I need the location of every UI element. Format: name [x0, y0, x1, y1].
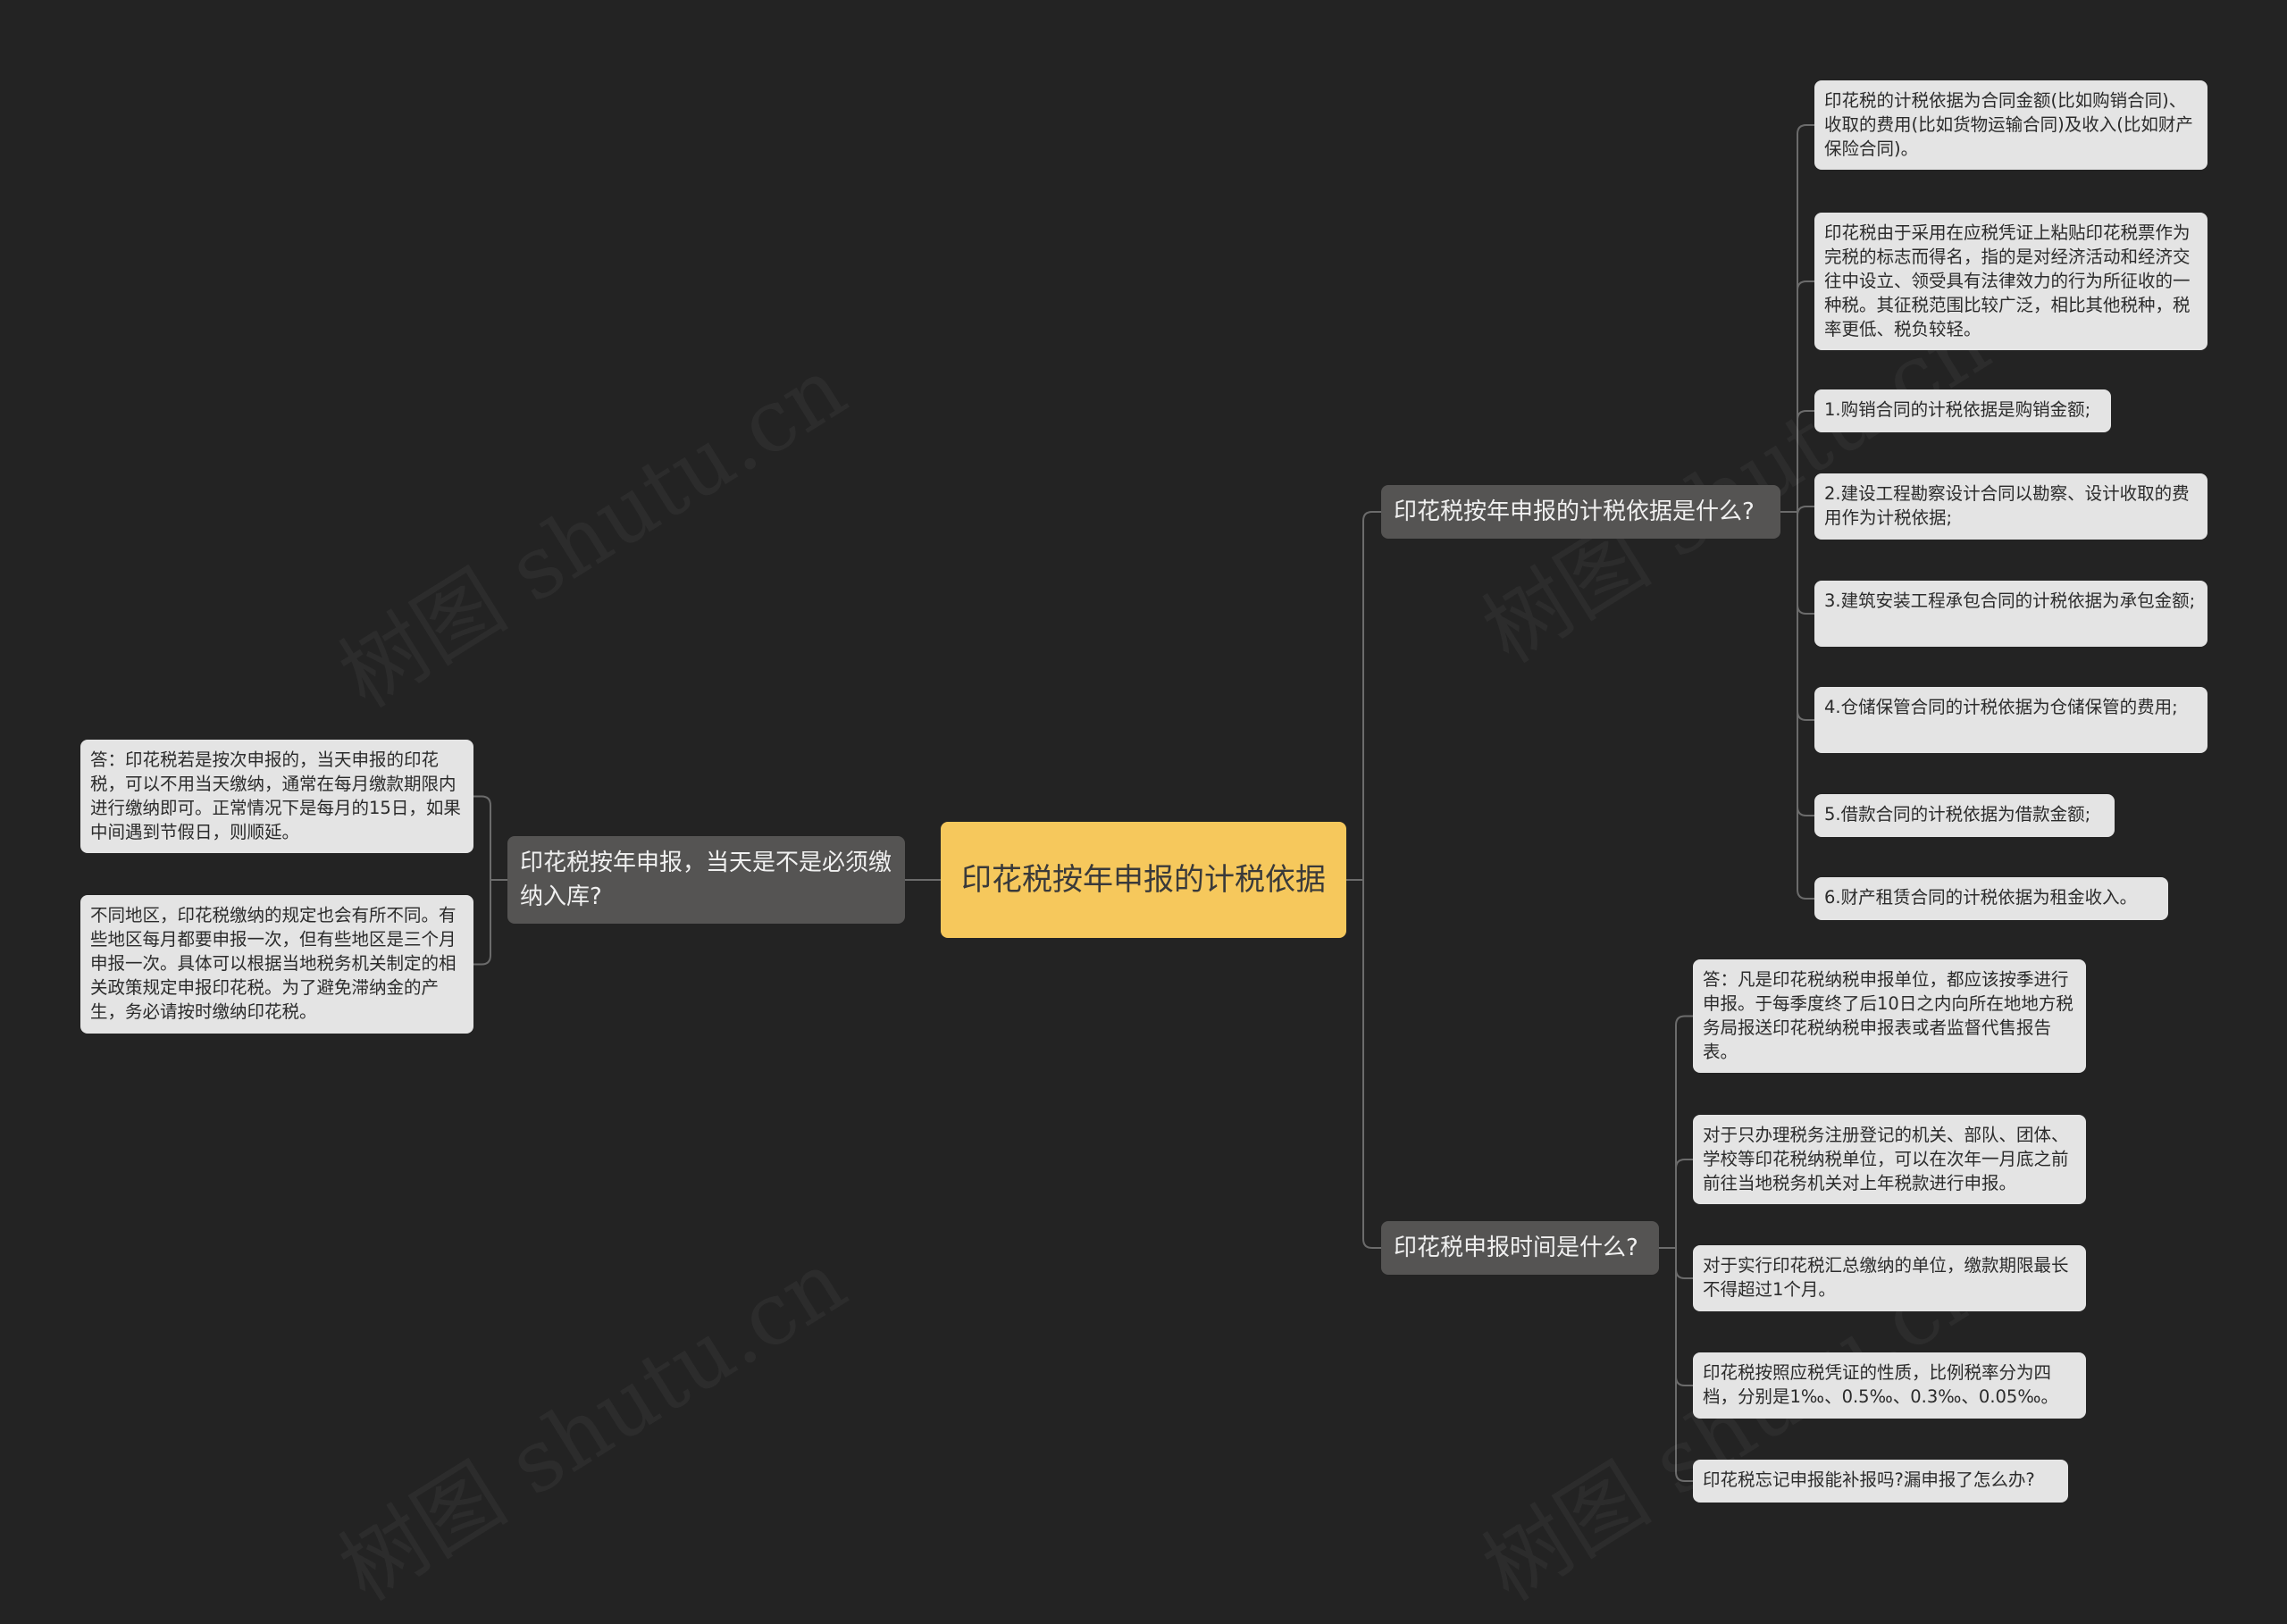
connector-lines — [473, 124, 1814, 1482]
branch-right-top[interactable]: 印花税按年申报的计税依据是什么? — [1381, 485, 1780, 539]
root-node[interactable]: 印花税按年申报的计税依据 — [941, 822, 1346, 938]
connector-line — [1797, 512, 1814, 900]
leaf-rt-6[interactable]: 4.仓储保管合同的计税依据为仓储保管的费用; — [1814, 687, 2207, 753]
connector-line — [1362, 880, 1381, 1249]
connector-line — [1797, 512, 1814, 816]
leaf-rt-1[interactable]: 印花税的计税依据为合同金额(比如购销合同)、收取的费用(比如货物运输合同)及收入… — [1814, 80, 2207, 170]
leaf-rt-8[interactable]: 6.财产租赁合同的计税依据为租金收入。 — [1814, 877, 2168, 920]
connector-line — [1675, 1248, 1693, 1386]
connector-line — [1797, 410, 1814, 512]
connector-line — [1675, 1248, 1693, 1482]
leaf-left-1[interactable]: 答：印花税若是按次申报的，当天申报的印花税，可以不用当天缴纳，通常在每月缴款期限… — [80, 740, 473, 853]
leaf-left-2[interactable]: 不同地区，印花税缴纳的规定也会有所不同。有些地区每月都要申报一次，但有些地区是三… — [80, 895, 473, 1034]
branch-right-bottom[interactable]: 印花税申报时间是什么? — [1381, 1221, 1659, 1275]
leaf-rt-3[interactable]: 1.购销合同的计税依据是购销金额; — [1814, 389, 2111, 432]
connector-line — [1675, 1015, 1693, 1248]
leaf-rt-5[interactable]: 3.建筑安装工程承包合同的计税依据为承包金额; — [1814, 581, 2207, 647]
leaf-rb-4[interactable]: 印花税按照应税凭证的性质，比例税率分为四档，分别是1‰、0.5‰、0.3‰、0.… — [1693, 1352, 2086, 1419]
connector-line — [1797, 280, 1814, 512]
connector-line — [1797, 512, 1814, 721]
leaf-rb-1[interactable]: 答：凡是印花税纳税申报单位，都应该按季进行申报。于每季度终了后10日之内向所在地… — [1693, 959, 2086, 1073]
connector-line — [1675, 1248, 1693, 1279]
branch-left[interactable]: 印花税按年申报，当天是不是必须缴纳入库? — [507, 836, 905, 924]
connector-line — [473, 795, 491, 880]
connector-line — [1362, 511, 1381, 880]
leaf-rb-2[interactable]: 对于只办理税务注册登记的机关、部队、团体、学校等印花税纳税单位，可以在次年一月底… — [1693, 1115, 2086, 1204]
leaf-rb-3[interactable]: 对于实行印花税汇总缴纳的单位，缴款期限最长不得超过1个月。 — [1693, 1245, 2086, 1311]
leaf-rt-7[interactable]: 5.借款合同的计税依据为借款金额; — [1814, 794, 2115, 837]
connector-line — [1797, 512, 1814, 615]
connector-line — [1675, 1159, 1693, 1248]
leaf-rt-4[interactable]: 2.建设工程勘察设计合同以勘察、设计收取的费用作为计税依据; — [1814, 473, 2207, 540]
connector-line — [473, 880, 491, 966]
connector-line — [1797, 506, 1814, 516]
connector-line — [1797, 124, 1814, 512]
leaf-rb-5[interactable]: 印花税忘记申报能补报吗?漏申报了怎么办? — [1693, 1460, 2068, 1503]
leaf-rt-2[interactable]: 印花税由于采用在应税凭证上粘贴印花税票作为完税的标志而得名，指的是对经济活动和经… — [1814, 213, 2207, 350]
